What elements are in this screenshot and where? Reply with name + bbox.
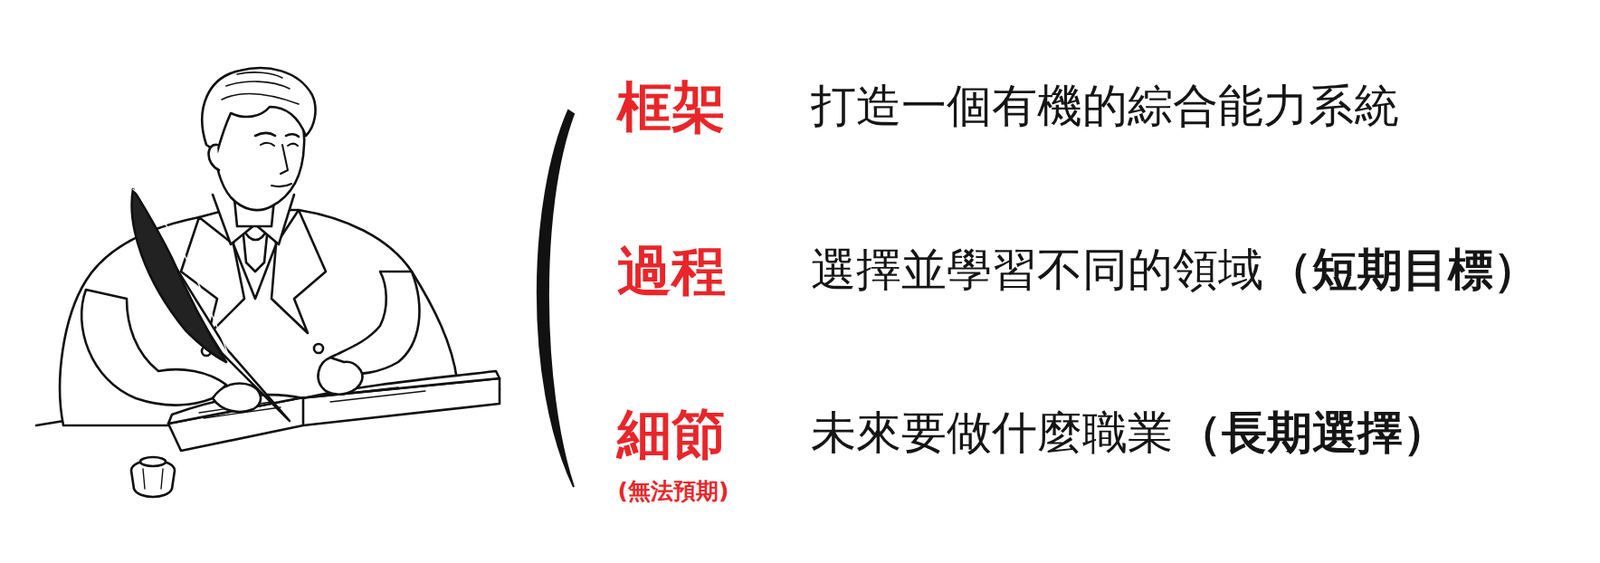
- ear: [209, 144, 220, 171]
- inkwell-shade: [142, 468, 163, 489]
- hair-strands: [221, 72, 299, 105]
- brows: [255, 133, 299, 137]
- section-text: 未來要做什麼職業: [810, 407, 1173, 460]
- button: [314, 343, 324, 353]
- section-heading: 框架: [617, 76, 726, 139]
- mouth: [271, 183, 292, 187]
- section-note: （短期目標）: [1266, 244, 1539, 297]
- hair: [201, 67, 315, 153]
- quill-rachis: [133, 189, 229, 355]
- hand-right: [212, 383, 261, 412]
- nose: [280, 144, 288, 174]
- section-text: 選擇並學習不同的領域: [810, 244, 1264, 297]
- inkwell-top: [140, 457, 166, 467]
- hand-left: [318, 357, 363, 395]
- book-spine: [302, 398, 305, 424]
- quill-shaft: [133, 189, 290, 421]
- section-heading: 過程: [617, 239, 726, 303]
- quill-feather: [132, 189, 227, 362]
- eyes: [260, 142, 298, 146]
- bracket: [537, 110, 574, 487]
- section-text: 打造一個有機的綜合能力系統: [810, 80, 1400, 134]
- heading-note: (無法預期): [618, 478, 730, 505]
- writer-figure: [36, 67, 500, 497]
- arm-left: [330, 271, 420, 374]
- section-note: （長期選擇）: [1176, 407, 1448, 460]
- section-heading: 細節: [617, 402, 726, 466]
